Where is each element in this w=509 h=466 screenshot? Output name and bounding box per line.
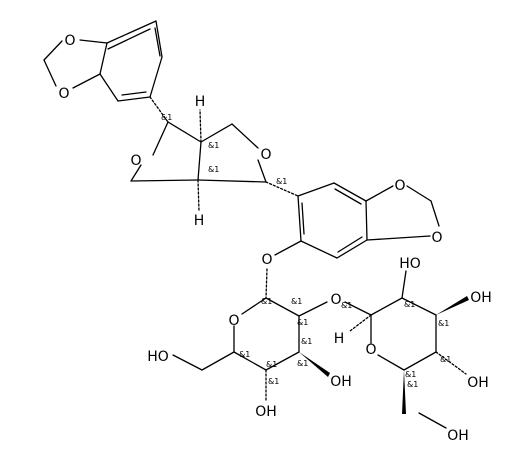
stereo-tag: &1 [291, 297, 302, 306]
atom-label-hydroxyl: HO [147, 349, 169, 365]
stereo-tag: &1 [161, 113, 172, 122]
labels-lower-benzodioxole: O O O [261, 178, 442, 268]
labels-furofuran-core: O O H H [130, 94, 271, 229]
stereo-tag: &1 [404, 300, 415, 309]
bonds-furofuran-core [130, 96, 299, 212]
stereo-tag: &1 [405, 370, 416, 379]
atom-label-hydroxyl: OH [467, 375, 489, 391]
stereo-tag: &1 [261, 297, 272, 306]
atom-label-hydroxyl: HO [399, 256, 421, 272]
atom-label-oxygen: O [228, 313, 239, 329]
atom-label-hydrogen: H [334, 331, 345, 347]
stereo-tag: &1 [239, 350, 250, 359]
atom-label-oxygen: O [260, 147, 271, 163]
atom-label-oxygen: O [365, 342, 376, 358]
wedge-bond [402, 370, 406, 414]
wedge-bond [436, 296, 469, 315]
stereo-tag: &1 [208, 141, 219, 150]
stereo-tag: &1 [301, 337, 312, 346]
bonds-second-sugar-ring [344, 270, 467, 429]
atom-label-oxygen: O [130, 153, 141, 169]
atom-label-hydrogen: H [194, 213, 205, 229]
stereo-tag: &1 [276, 177, 287, 186]
atom-label-hydrogen: H [195, 94, 206, 110]
stereo-tag: &1 [440, 355, 451, 364]
atom-label-hydroxyl: OH [447, 428, 469, 444]
atom-label-hydroxyl: OH [255, 404, 277, 420]
stereo-tag: &1 [266, 360, 277, 369]
stereo-tag: &1 [268, 377, 279, 386]
atom-label-oxygen: O [64, 33, 75, 49]
stereo-tag: &1 [438, 319, 449, 328]
stereo-tag: &1 [297, 318, 308, 327]
atom-label-hydroxyl: OH [470, 290, 492, 306]
stereo-tag: &1 [407, 380, 418, 389]
atom-label-oxygen: O [261, 252, 272, 268]
bonds-glucose-ring [172, 268, 328, 402]
stereo-tag: &1 [341, 301, 352, 310]
labels-top-benzodioxole: O O [58, 33, 75, 102]
stereo-tag: &1 [208, 165, 219, 174]
labels-second-sugar-ring: O H HO OH OH OH [334, 256, 492, 444]
atom-label-oxygen: O [58, 86, 69, 102]
atom-label-oxygen: O [431, 230, 442, 246]
wedge-bond [299, 352, 330, 377]
bonds-top-benzodioxole [43, 20, 163, 102]
atom-label-oxygen: O [330, 292, 341, 308]
stereo-tag: &1 [297, 359, 308, 368]
atom-label-oxygen: O [394, 178, 405, 194]
labels-glucose-ring: O O HO OH OH [147, 292, 352, 420]
bonds-lower-benzodioxole [274, 182, 440, 259]
atom-label-hydroxyl: OH [330, 374, 352, 390]
stereo-tags: &1&1&1&1&1&1&1&1&1&1&1&1&1&1&1&1&1&1 [161, 113, 451, 389]
